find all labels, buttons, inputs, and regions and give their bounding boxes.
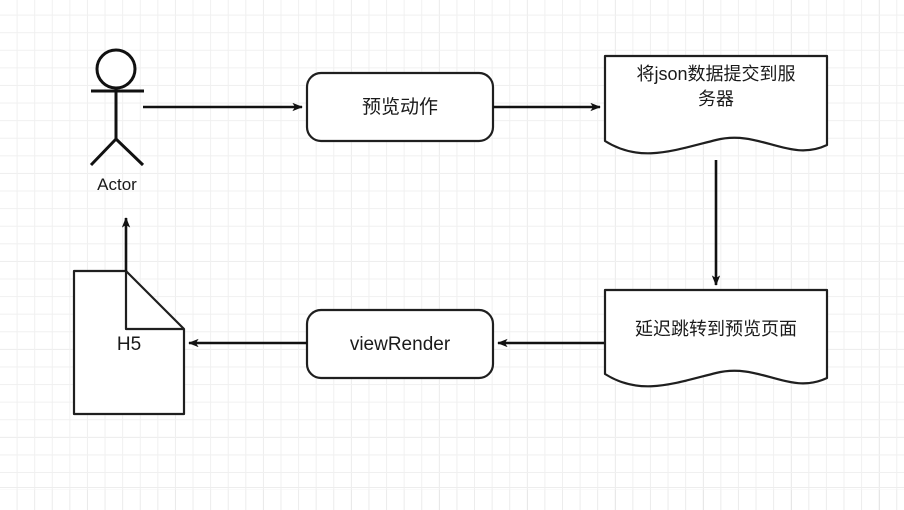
node-preview-action[interactable]: 预览动作 xyxy=(305,71,495,143)
node-delay-redirect[interactable]: 延迟跳转到预览页面 xyxy=(603,288,829,388)
node-actor[interactable]: Actor xyxy=(89,48,145,194)
h5-page-label: H5 xyxy=(117,334,141,355)
node-view-render[interactable]: viewRender xyxy=(305,308,495,380)
delay-redirect-shape xyxy=(603,288,829,388)
h5-page-shape xyxy=(72,269,186,416)
node-submit-json[interactable]: 将json数据提交到服 务器 xyxy=(603,54,829,155)
node-h5-page[interactable]: H5 xyxy=(72,269,186,416)
submit-json-label-line2: 务器 xyxy=(698,89,734,109)
actor-label: Actor xyxy=(97,175,137,194)
delay-redirect-label: 延迟跳转到预览页面 xyxy=(635,319,797,339)
actor-left-leg-line xyxy=(89,137,118,167)
submit-json-label-line1: 将json数据提交到服 xyxy=(636,64,795,84)
h5-page-fold-icon xyxy=(124,271,184,331)
actor-head-icon xyxy=(95,48,137,90)
preview-action-label: 预览动作 xyxy=(362,96,438,118)
grid-bottom-strip xyxy=(0,490,904,510)
actor-right-leg-line xyxy=(114,137,145,167)
grid-divider-line xyxy=(0,487,904,488)
view-render-label: viewRender xyxy=(350,334,451,355)
submit-json-shape xyxy=(603,54,829,155)
